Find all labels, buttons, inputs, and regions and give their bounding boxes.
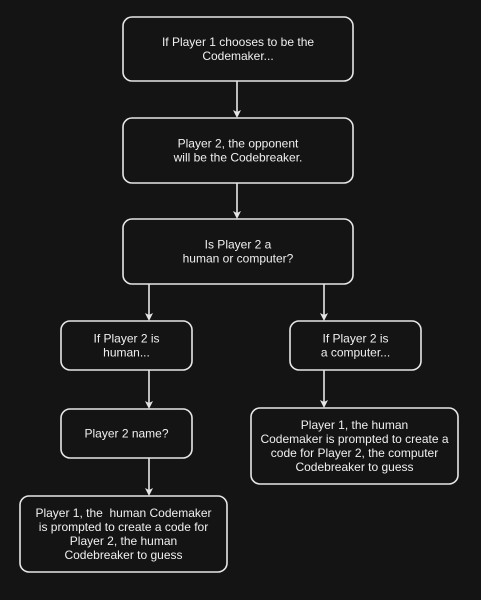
node-text-line: Codemaker is prompted to create a <box>260 432 448 446</box>
node-text-line: Player 2, the opponent <box>178 137 299 151</box>
arrowhead <box>320 313 328 321</box>
node-text-line: If Player 2 is <box>93 332 159 346</box>
flow-node-n6: Player 2 name? <box>60 408 193 459</box>
flow-node-n4: If Player 2 ishuman... <box>60 320 193 371</box>
arrowhead <box>233 110 241 118</box>
nodes-layer: If Player 1 chooses to be theCodemaker..… <box>19 16 459 573</box>
node-text-line: Player 1, the human Codemaker <box>35 506 211 520</box>
node-text-line: Player 2 name? <box>84 427 168 441</box>
node-text-line: Player 1, the human <box>301 418 408 432</box>
node-box <box>122 16 354 82</box>
node-text-line: If Player 1 chooses to be the <box>162 35 314 49</box>
node-box <box>250 407 459 485</box>
node-text-line: human... <box>103 346 150 360</box>
arrow-n3-to-n4 <box>145 284 153 321</box>
arrow-n2-to-n3 <box>233 183 241 219</box>
node-text-line: is prompted to create a code for <box>39 520 208 534</box>
arrowhead <box>145 313 153 321</box>
flow-node-n1: If Player 1 chooses to be theCodemaker..… <box>122 16 354 82</box>
node-text-line: code for Player 2, the computer <box>271 446 438 460</box>
node-box <box>122 117 354 184</box>
arrow-n5-to-n7 <box>320 370 328 408</box>
node-box <box>60 408 193 459</box>
node-box <box>289 320 422 371</box>
node-box <box>19 495 228 573</box>
node-text-line: Is Player 2 a <box>205 238 272 252</box>
edges-layer <box>145 81 328 496</box>
node-text-line: a computer... <box>321 346 390 360</box>
node-box <box>60 320 193 371</box>
arrow-n3-to-n5 <box>320 284 328 321</box>
node-text-line: Codebreaker to guess <box>64 548 182 562</box>
flow-node-n5: If Player 2 isa computer... <box>289 320 422 371</box>
node-text-line: human or computer? <box>183 252 294 266</box>
node-box <box>122 218 354 285</box>
arrow-n6-to-n8 <box>145 458 153 496</box>
arrowhead <box>145 488 153 496</box>
arrowhead <box>233 211 241 219</box>
arrowhead <box>320 400 328 408</box>
node-text-line: Codemaker... <box>202 49 273 63</box>
node-text-line: will be the Codebreaker. <box>173 151 303 165</box>
arrowhead <box>145 401 153 409</box>
node-text-line: Player 2, the human <box>70 534 177 548</box>
node-text-line: Codebreaker to guess <box>295 460 413 474</box>
node-text-line: If Player 2 is <box>322 332 388 346</box>
arrow-n4-to-n6 <box>145 370 153 409</box>
arrow-n1-to-n2 <box>233 81 241 118</box>
